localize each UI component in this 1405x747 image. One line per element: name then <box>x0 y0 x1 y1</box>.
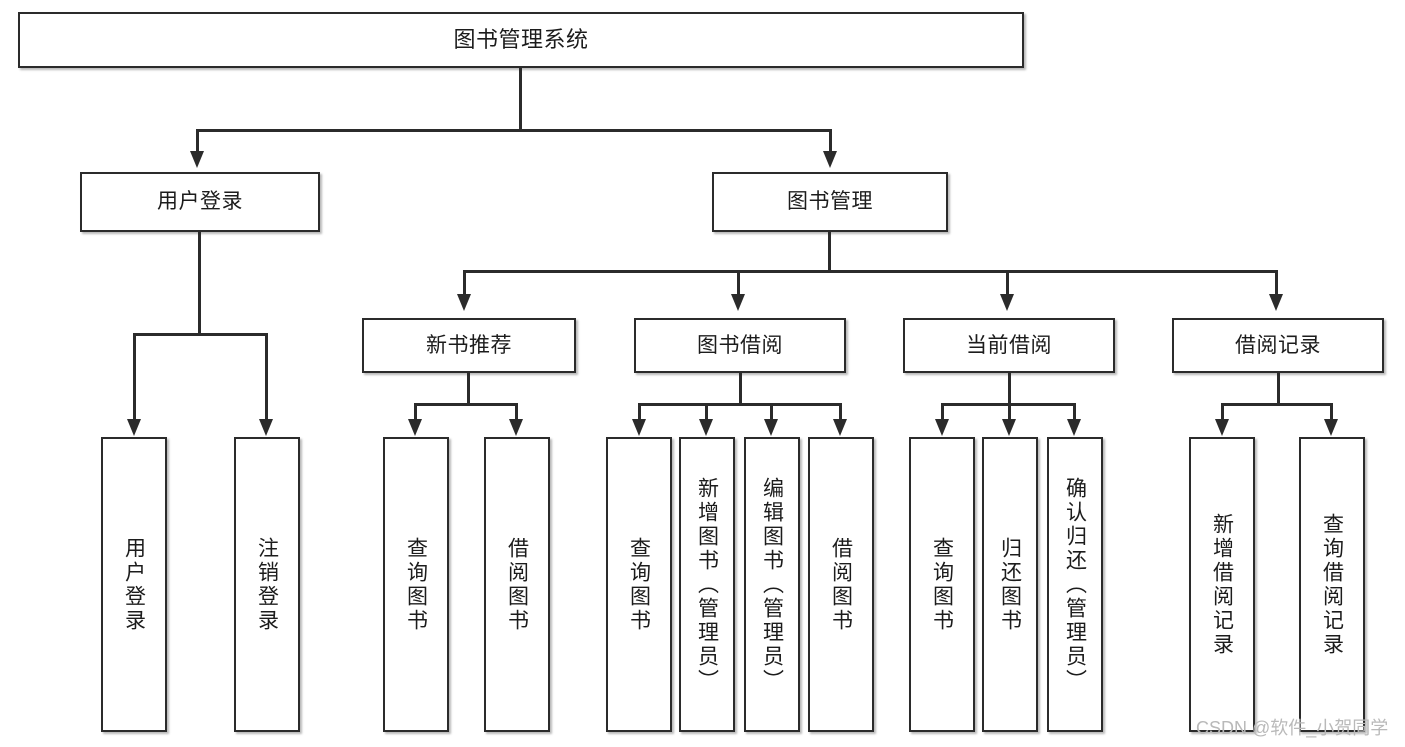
connector-userlogin-bus <box>133 333 268 336</box>
node-label: 借阅记录 <box>1235 333 1321 357</box>
connector-bookmgmt-stem <box>828 232 831 272</box>
node-user-login[interactable]: 用户登录 <box>80 172 320 232</box>
arrow-to-book-mgmt <box>823 151 837 168</box>
connector-bookmgmt-drop-1 <box>463 270 466 296</box>
arrow-to-current-borrow <box>1000 294 1014 311</box>
arrow-to-leaf-return-book <box>1002 419 1016 436</box>
node-label: 确认归还（管理员） <box>1063 476 1087 693</box>
arrow-to-leaf-confirm-return <box>1067 419 1081 436</box>
node-label: 当前借阅 <box>966 333 1052 357</box>
connector-borrowrecord-drop-2 <box>1330 403 1333 421</box>
leaf-user-login[interactable]: 用户登录 <box>101 437 167 732</box>
connector-currentborrow-drop-3 <box>1073 403 1076 421</box>
node-label: 注销登录 <box>255 536 279 633</box>
arrow-to-book-borrow <box>731 294 745 311</box>
node-book-borrow[interactable]: 图书借阅 <box>634 318 846 373</box>
connector-borrowrecord-drop-1 <box>1221 403 1224 421</box>
arrow-to-leaf-query-record <box>1324 419 1338 436</box>
connector-root-bus <box>196 129 832 132</box>
leaf-add-book-admin[interactable]: 新增图书（管理员） <box>679 437 735 732</box>
leaf-edit-book-admin[interactable]: 编辑图书（管理员） <box>744 437 800 732</box>
connector-newbook-drop-1 <box>414 403 417 421</box>
connector-bookborrow-drop-1 <box>638 403 641 421</box>
arrow-to-user-login <box>190 151 204 168</box>
connector-currentborrow-stem <box>1008 373 1011 405</box>
connector-newbook-bus <box>414 403 518 406</box>
node-label: 图书管理系统 <box>453 26 589 52</box>
connector-bookborrow-drop-4 <box>839 403 842 421</box>
connector-bookmgmt-drop-4 <box>1275 270 1278 296</box>
connector-currentborrow-drop-1 <box>941 403 944 421</box>
connector-newbook-stem <box>467 373 470 405</box>
node-label: 查询图书 <box>930 536 954 633</box>
connector-borrowrecord-bus <box>1221 403 1333 406</box>
arrow-to-leaf-query-book-1 <box>408 419 422 436</box>
node-label: 查询图书 <box>404 536 428 633</box>
arrow-to-leaf-add-record <box>1215 419 1229 436</box>
connector-bookmgmt-drop-3 <box>1006 270 1009 296</box>
connector-userlogin-drop-2 <box>265 333 268 421</box>
connector-bookborrow-drop-2 <box>705 403 708 421</box>
arrow-to-leaf-edit-book <box>764 419 778 436</box>
leaf-query-book-borrow[interactable]: 查询图书 <box>606 437 672 732</box>
node-label: 借阅图书 <box>505 536 529 633</box>
leaf-borrow-book-newbook[interactable]: 借阅图书 <box>484 437 550 732</box>
connector-borrowrecord-stem <box>1277 373 1280 405</box>
leaf-add-borrow-record[interactable]: 新增借阅记录 <box>1189 437 1255 732</box>
node-new-book-recommend[interactable]: 新书推荐 <box>362 318 576 373</box>
connector-userlogin-stem <box>198 232 201 335</box>
leaf-query-book-newbook[interactable]: 查询图书 <box>383 437 449 732</box>
node-borrow-record[interactable]: 借阅记录 <box>1172 318 1384 373</box>
node-label: 借阅图书 <box>829 536 853 633</box>
leaf-query-book-current[interactable]: 查询图书 <box>909 437 975 732</box>
connector-userlogin-drop-1 <box>133 333 136 421</box>
connector-bookborrow-bus <box>638 403 842 406</box>
arrow-to-leaf-query-book-3 <box>935 419 949 436</box>
connector-root-stem <box>519 68 522 131</box>
arrow-to-new-book-rec <box>457 294 471 311</box>
node-label: 新增图书（管理员） <box>695 476 719 693</box>
node-label: 用户登录 <box>157 190 243 214</box>
leaf-query-borrow-record[interactable]: 查询借阅记录 <box>1299 437 1365 732</box>
node-label: 归还图书 <box>998 536 1022 633</box>
connector-currentborrow-drop-2 <box>1008 403 1011 421</box>
node-label: 编辑图书（管理员） <box>760 476 784 693</box>
node-label: 图书管理 <box>787 190 873 214</box>
arrow-to-leaf-logout <box>259 419 273 436</box>
arrow-to-leaf-add-book <box>699 419 713 436</box>
node-label: 新书推荐 <box>426 333 512 357</box>
arrow-to-leaf-borrow-book-2 <box>833 419 847 436</box>
node-current-borrow[interactable]: 当前借阅 <box>903 318 1115 373</box>
connector-newbook-drop-2 <box>515 403 518 421</box>
arrow-to-borrow-record <box>1269 294 1283 311</box>
connector-bookmgmt-bus <box>463 270 1278 273</box>
node-label: 查询图书 <box>627 536 651 633</box>
arrow-to-leaf-query-book-2 <box>632 419 646 436</box>
leaf-logout[interactable]: 注销登录 <box>234 437 300 732</box>
leaf-return-book[interactable]: 归还图书 <box>982 437 1038 732</box>
connector-bookmgmt-drop-2 <box>737 270 740 296</box>
leaf-borrow-book-borrow[interactable]: 借阅图书 <box>808 437 874 732</box>
node-book-management[interactable]: 图书管理 <box>712 172 948 232</box>
node-label: 用户登录 <box>122 536 146 633</box>
connector-root-drop-left <box>196 129 199 153</box>
leaf-confirm-return-admin[interactable]: 确认归还（管理员） <box>1047 437 1103 732</box>
node-label: 查询借阅记录 <box>1320 512 1344 657</box>
node-root-system[interactable]: 图书管理系统 <box>18 12 1024 68</box>
connector-root-drop-right <box>829 129 832 153</box>
csdn-watermark: CSDN @软件_小贺同学 <box>1196 718 1389 738</box>
node-label: 新增借阅记录 <box>1210 512 1234 657</box>
node-label: 图书借阅 <box>697 333 783 357</box>
connector-bookborrow-stem <box>739 373 742 405</box>
arrow-to-leaf-user-login <box>127 419 141 436</box>
connector-bookborrow-drop-3 <box>770 403 773 421</box>
arrow-to-leaf-borrow-book-1 <box>509 419 523 436</box>
